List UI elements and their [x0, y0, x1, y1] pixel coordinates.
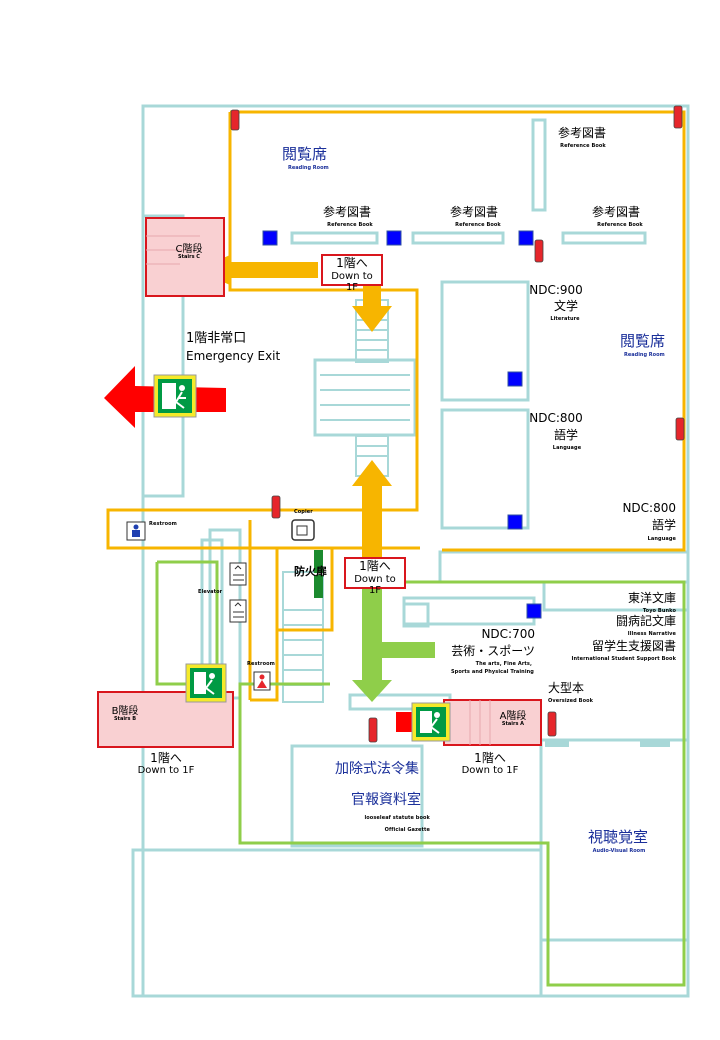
ndc800-code: NDC:800	[529, 411, 583, 425]
reading-room-label: 閲覧席	[620, 332, 666, 350]
reference-book-en: Reference Book	[455, 222, 501, 228]
official-gazette-label: 官報資料室	[351, 792, 421, 808]
ndc700-code: NDC:700	[481, 627, 535, 641]
fire-extinguisher-icons	[230, 105, 685, 743]
ndc900-en: Literature	[550, 316, 580, 322]
ndc800-label: 語学	[651, 518, 676, 532]
reading-room-en: Reading Room	[624, 352, 665, 358]
fire-door-icon	[314, 550, 323, 598]
oversized-book-label: 大型本	[548, 681, 585, 695]
orange-evacuation-route	[106, 110, 686, 702]
reference-book-en: Reference Book	[560, 143, 606, 149]
looseleaf-statute-en: looseleaf statute book	[364, 815, 430, 821]
reference-book-label: 参考図書	[322, 205, 372, 219]
audio-visual-room-label: 視聴覚室	[587, 828, 649, 846]
ndc700-label: 芸術・スポーツ	[451, 644, 535, 658]
illness-narrative-en: Illness Narrative	[627, 631, 676, 637]
looseleaf-statute-label: 加除式法令集	[335, 761, 419, 777]
restroom-label: Restroom	[149, 521, 177, 527]
toyo-bunko-label: 東洋文庫	[627, 591, 676, 605]
reading-room-en: Reading Room	[288, 165, 329, 171]
intl-student-en: International Student Support Book	[571, 656, 676, 662]
official-gazette-en: Official Gazette	[384, 827, 430, 833]
ndc700-en: The arts, Fine Arts,	[475, 661, 532, 667]
reference-book-label: 参考図書	[591, 205, 641, 219]
elevator-label: Elevator	[198, 589, 223, 595]
emergency-exit-label: 1階非常口	[186, 331, 247, 346]
walkway-shading	[545, 741, 670, 747]
emergency-exit-sign-icon	[153, 374, 197, 418]
ndc900-label: 文学	[553, 299, 579, 313]
copier-icon	[291, 519, 315, 541]
reference-book-label: 参考図書	[449, 205, 499, 219]
reference-book-label: 参考図書	[557, 126, 607, 140]
oversized-book-en: Oversized Book	[548, 698, 594, 704]
stairs-boxes	[97, 217, 542, 748]
restroom-icon	[126, 521, 271, 691]
ndc900-code: NDC:900	[529, 283, 583, 297]
ndc700-en: Sports and Physical Training	[450, 669, 534, 675]
ndc800-code: NDC:800	[622, 501, 676, 515]
ndc800-en: Language	[552, 445, 582, 451]
emergency-exit-sign-icon	[411, 702, 451, 742]
arrow-green-down	[352, 588, 435, 702]
audio-visual-room-en: Audio-Visual Room	[592, 848, 646, 854]
ndc800-en: Language	[647, 536, 676, 542]
arrow-down-upper	[352, 285, 392, 332]
intl-student-label: 留学生支援図書	[591, 639, 676, 653]
ndc800-label: 語学	[553, 428, 579, 442]
reference-book-en: Reference Book	[327, 222, 373, 228]
arrow-up-lower	[352, 460, 392, 560]
restroom-label: Restroom	[247, 661, 275, 667]
bookshelf-markers	[262, 230, 542, 619]
arrow-to-stairs-c	[196, 255, 318, 285]
fire-door-label: 防火扉	[294, 565, 327, 578]
reference-book-en: Reference Book	[597, 222, 643, 228]
copier-label: Copier	[294, 509, 313, 515]
emergency-exit-en: Emergency Exit	[186, 349, 281, 363]
illness-narrative-label: 闘病記文庫	[615, 614, 676, 628]
toyo-bunko-en: Toyo Bunko	[642, 608, 676, 614]
elevator-icon	[229, 562, 247, 623]
emergency-exit-sign-icon	[185, 663, 227, 703]
reading-room-label: 閲覧席	[282, 145, 328, 163]
